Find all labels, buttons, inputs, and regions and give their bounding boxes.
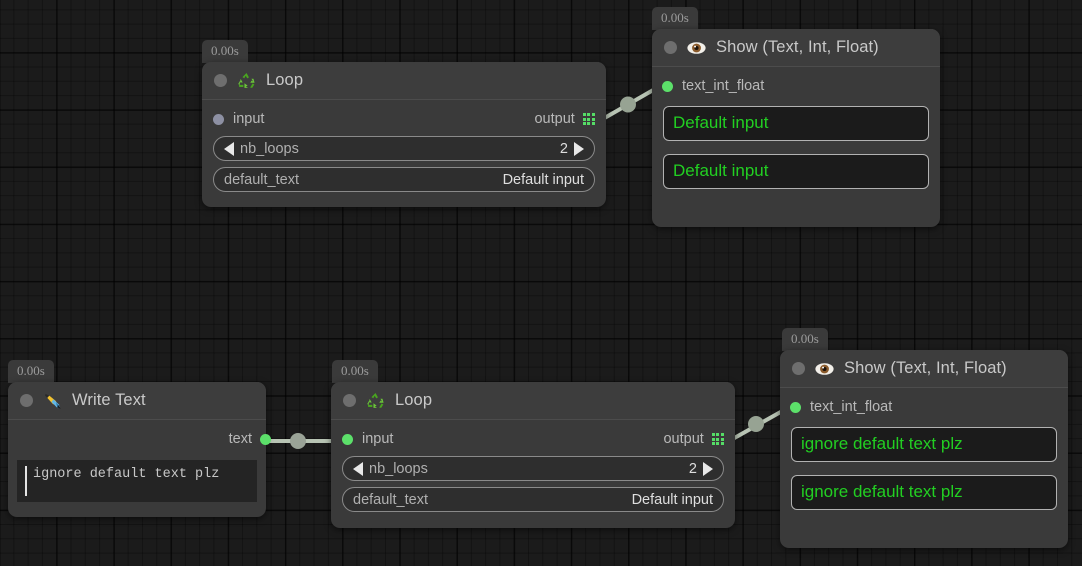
input-port-label: text_int_float xyxy=(810,399,893,415)
wire-handle-3[interactable] xyxy=(748,416,764,432)
node-body-loop-bottom: input output nb_loops 2 default_text Def… xyxy=(331,420,735,524)
param-value[interactable]: Default input xyxy=(631,491,713,508)
node-header-show-top[interactable]: Show (Text, Int, Float) xyxy=(652,29,940,67)
output-port-label: text xyxy=(228,431,252,447)
arrow-left-icon[interactable] xyxy=(224,141,234,156)
port-row-text-int-float: text_int_float xyxy=(662,75,929,97)
port-row-input-output: input output xyxy=(342,428,724,450)
wire-loop-bottom-to-show-bottom xyxy=(728,407,787,443)
node-status-dot[interactable] xyxy=(214,74,227,87)
arrow-right-icon[interactable] xyxy=(703,461,713,476)
recycle-icon xyxy=(237,71,256,90)
list-grid-icon[interactable] xyxy=(711,432,724,446)
wire-handle-2[interactable] xyxy=(290,433,306,449)
input-port-dot[interactable] xyxy=(790,401,801,413)
node-header-write-text[interactable]: Write Text xyxy=(8,382,266,420)
input-port-label: input xyxy=(233,111,265,127)
node-status-dot[interactable] xyxy=(20,394,33,407)
input-port-label: input xyxy=(362,431,394,447)
arrow-right-icon[interactable] xyxy=(574,141,584,156)
node-header-loop-top[interactable]: Loop xyxy=(202,62,606,100)
node-header-show-bottom[interactable]: Show (Text, Int, Float) xyxy=(780,350,1068,388)
input-port-label: text_int_float xyxy=(682,78,765,94)
list-grid-icon[interactable] xyxy=(582,112,595,126)
node-header-loop-bottom[interactable]: Loop xyxy=(331,382,735,420)
text-input-area[interactable]: ignore default text plz xyxy=(17,460,257,502)
param-name: nb_loops xyxy=(240,140,299,157)
node-body-show-top: text_int_float Default input Default inp… xyxy=(652,67,940,201)
node-status-dot[interactable] xyxy=(664,41,677,54)
node-title: Loop xyxy=(266,71,304,89)
wire-handle-1[interactable] xyxy=(620,96,636,113)
node-title: Write Text xyxy=(72,391,146,409)
node-body-loop-top: input output nb_loops 2 default_text Def… xyxy=(202,100,606,204)
node-title: Show (Text, Int, Float) xyxy=(716,38,879,56)
recycle-icon xyxy=(366,391,385,410)
port-row-text-int-float: text_int_float xyxy=(790,396,1057,418)
input-port-dot[interactable] xyxy=(213,113,224,125)
param-name: nb_loops xyxy=(369,460,428,477)
param-default-text[interactable]: default_text Default input xyxy=(342,487,724,512)
node-title: Show (Text, Int, Float) xyxy=(844,359,1007,377)
output-value-box: Default input xyxy=(663,154,929,189)
node-loop-top[interactable]: Loop input output nb_loops 2 default_tex… xyxy=(202,62,606,207)
node-write-text[interactable]: Write Text text ignore default text plz xyxy=(8,382,271,517)
wire-loop-top-to-show-top xyxy=(600,87,656,122)
timestamp-badge-show-top: 0.00s xyxy=(652,7,698,30)
param-default-text[interactable]: default_text Default input xyxy=(213,167,595,192)
node-title: Loop xyxy=(395,391,433,409)
input-port-dot[interactable] xyxy=(662,80,673,92)
node-status-dot[interactable] xyxy=(792,362,805,375)
port-row-text-output: text xyxy=(17,428,271,450)
output-port-dot[interactable] xyxy=(260,433,271,445)
input-port-dot[interactable] xyxy=(342,433,353,445)
text-caret xyxy=(25,466,27,496)
node-body-write-text: text ignore default text plz xyxy=(8,420,271,514)
timestamp-badge-loop-top: 0.00s xyxy=(202,40,248,63)
node-body-show-bottom: text_int_float ignore default text plz i… xyxy=(780,388,1068,522)
param-nb-loops-stepper[interactable]: nb_loops 2 xyxy=(342,456,724,481)
output-value-box: Default input xyxy=(663,106,929,141)
param-value[interactable]: 2 xyxy=(559,140,568,157)
output-port-label: output xyxy=(663,431,704,447)
output-value-box: ignore default text plz xyxy=(791,427,1057,462)
param-name: default_text xyxy=(224,171,299,188)
param-nb-loops-stepper[interactable]: nb_loops 2 xyxy=(213,136,595,161)
node-loop-bottom[interactable]: Loop input output nb_loops 2 default_tex… xyxy=(331,382,735,528)
node-status-dot[interactable] xyxy=(343,394,356,407)
timestamp-badge-write-text: 0.00s xyxy=(8,360,54,383)
timestamp-badge-loop-bottom: 0.00s xyxy=(332,360,378,383)
port-row-input-output: input output xyxy=(213,108,595,130)
pen-nib-icon xyxy=(43,391,62,410)
output-value-box: ignore default text plz xyxy=(791,475,1057,510)
arrow-left-icon[interactable] xyxy=(353,461,363,476)
output-port-label: output xyxy=(534,111,575,127)
node-show-bottom[interactable]: Show (Text, Int, Float) text_int_float i… xyxy=(780,350,1068,548)
param-value[interactable]: Default input xyxy=(502,171,584,188)
timestamp-badge-show-bottom: 0.00s xyxy=(782,328,828,351)
node-show-top[interactable]: Show (Text, Int, Float) text_int_float D… xyxy=(652,29,940,227)
param-name: default_text xyxy=(353,491,428,508)
param-value[interactable]: 2 xyxy=(688,460,697,477)
eye-icon xyxy=(815,359,834,378)
text-input-value[interactable]: ignore default text plz xyxy=(33,467,220,482)
eye-icon xyxy=(687,38,706,57)
